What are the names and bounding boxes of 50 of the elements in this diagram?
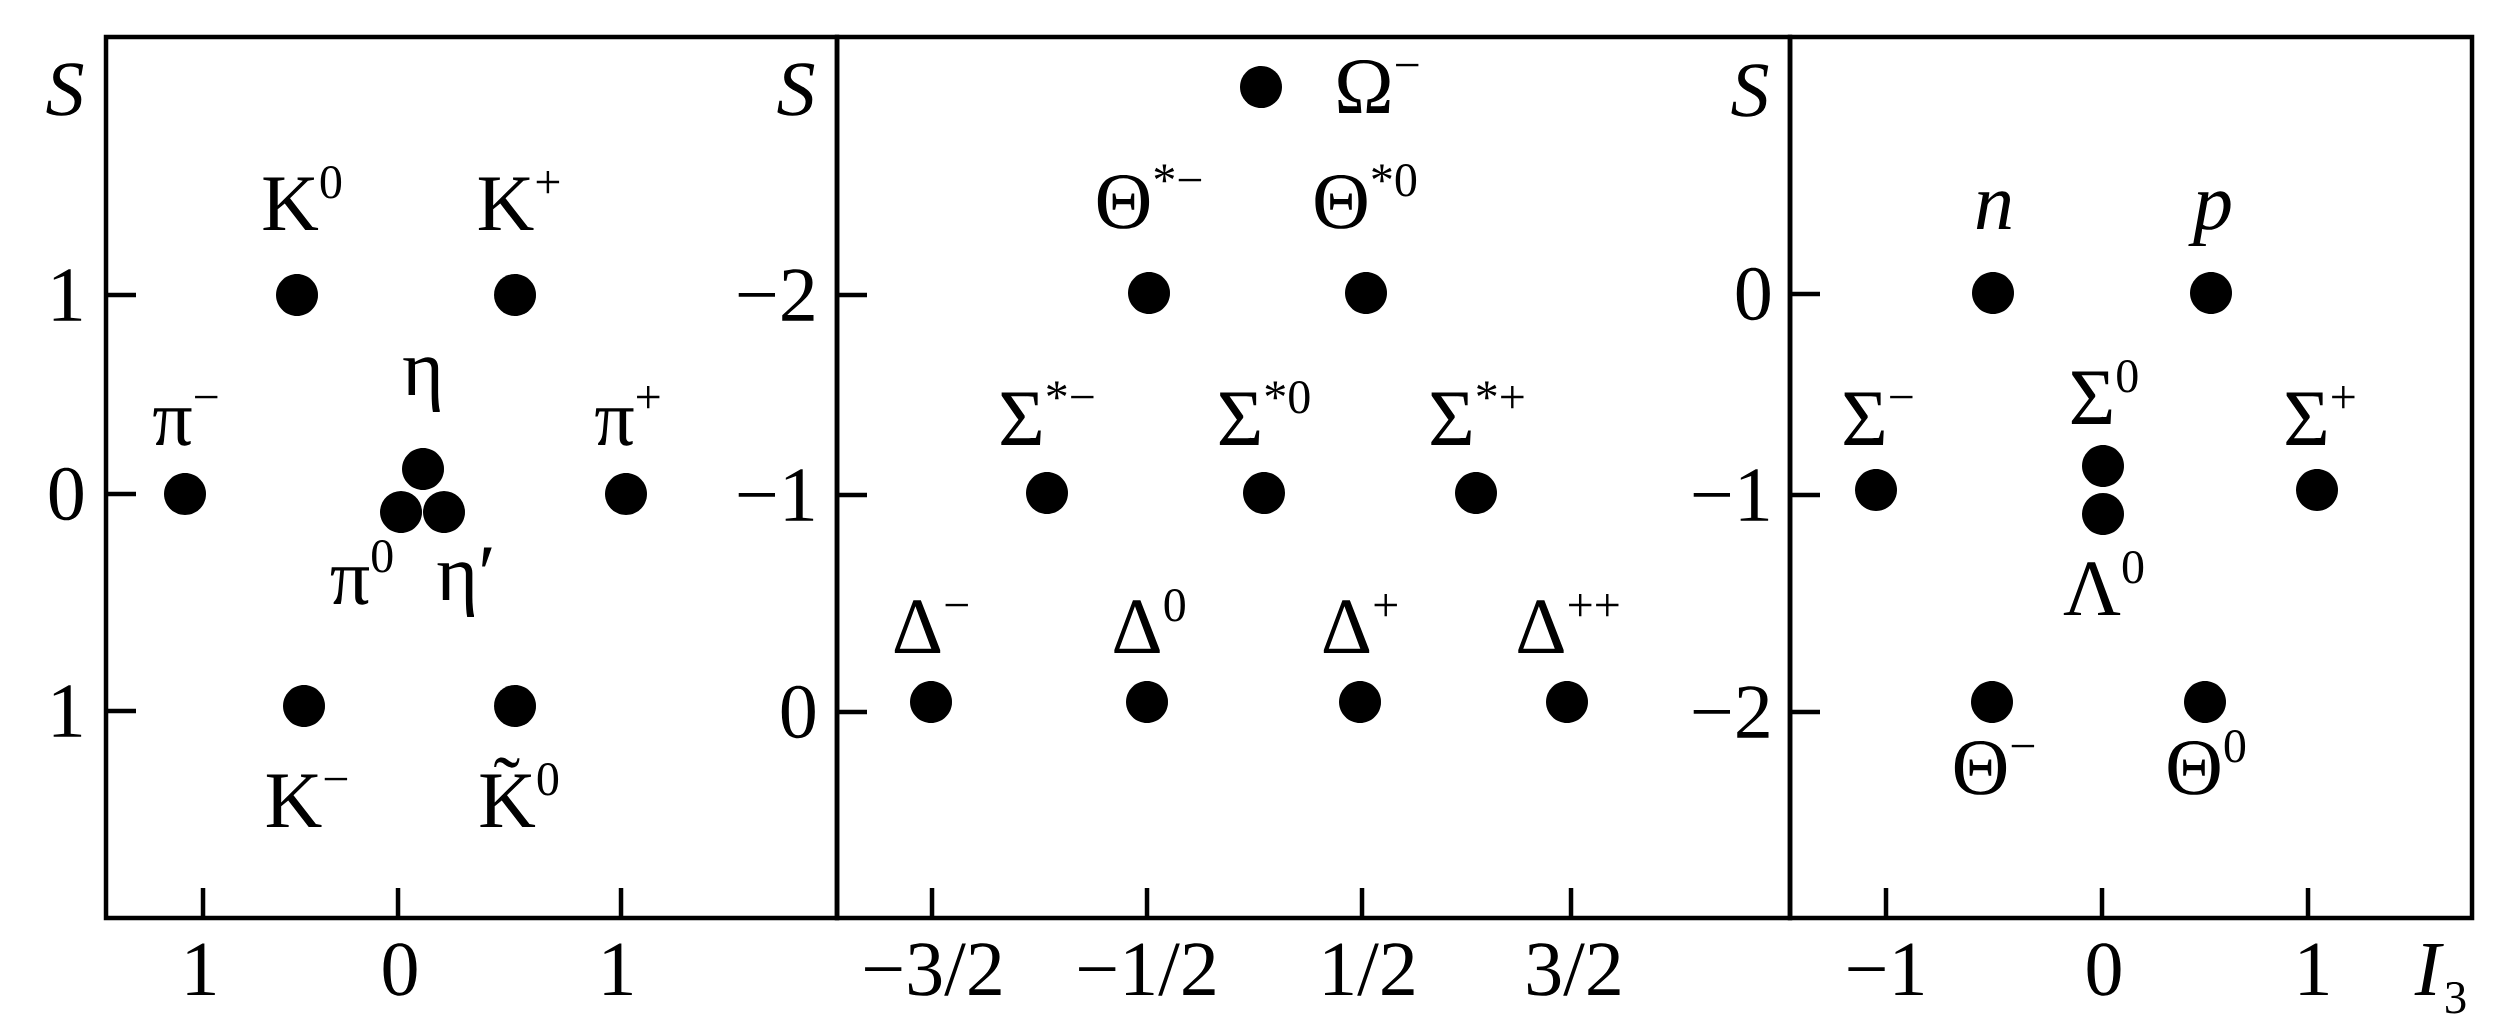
- particle-label: Δ$^{0}$: [1114, 589, 1185, 653]
- tick-label: −1/2: [1079, 943, 1215, 996]
- tick-label: 1: [53, 269, 82, 321]
- tick-label: 0: [1736, 267, 1770, 321]
- particle-label: Λ$^{0}$: [2063, 551, 2144, 615]
- particle-label: π$^{0}$: [330, 540, 393, 605]
- tick-label: 1: [2300, 943, 2328, 995]
- tick-label: 3/2: [1527, 943, 1620, 996]
- tick-label: −2: [738, 269, 814, 321]
- tick-label: −2: [1693, 686, 1769, 738]
- particle-label: K$^{−}$: [266, 774, 348, 827]
- tick-label: 1: [53, 685, 82, 737]
- tick-label: 1: [187, 943, 215, 995]
- tick-label: −3/2: [865, 943, 1001, 996]
- tick-label: 0: [2087, 943, 2121, 996]
- particle-label: K̃$^{0}$: [480, 757, 559, 827]
- particle-label: η′: [437, 547, 492, 618]
- particle-label: Θ$^{*−}$: [1097, 164, 1202, 229]
- particle-label: Θ$^{0}$: [2168, 730, 2246, 795]
- particle-label: Σ$^{−}$: [1844, 392, 1913, 445]
- tick-label: 1: [604, 943, 632, 995]
- tick-label: 1/2: [1325, 943, 1414, 996]
- particle-label: n: [1976, 191, 2011, 229]
- particle-label: Σ$^{+}$: [2286, 385, 2355, 445]
- particle-label: Θ$^{−}$: [1954, 741, 2035, 795]
- particle-label: K$^{0}$: [263, 166, 342, 230]
- axis-title: I$_{3}$: [2414, 943, 2466, 1014]
- tick-label: 0: [49, 467, 83, 521]
- particle-label: p: [2188, 191, 2231, 247]
- particle-label: K$^{+}$: [478, 170, 560, 230]
- particle-label: Θ$^{*0}$: [1315, 164, 1417, 229]
- tick-label: −1: [738, 469, 814, 521]
- particle-label: Δ$^{−}$: [894, 600, 968, 653]
- particle-label: Δ$^{++}$: [1518, 593, 1619, 653]
- axis-title: S: [777, 63, 815, 116]
- particle-label: Σ$^{0}$: [2071, 360, 2138, 424]
- particle-label: Ω$^{−}$: [1338, 60, 1419, 113]
- tick-label: −1: [1693, 469, 1769, 521]
- axis-title: S: [1731, 64, 1769, 117]
- particle-label: π$^{−}$: [153, 395, 218, 446]
- tick-label: 0: [781, 685, 815, 739]
- tick-label: 0: [383, 943, 417, 996]
- particle-label: Δ$^{+}$: [1323, 593, 1397, 653]
- particle-label: Σ$^{*−}$: [1001, 381, 1094, 445]
- tick-label: −1: [1848, 943, 1923, 995]
- particle-label: Σ$^{*0}$: [1219, 381, 1310, 445]
- particle-label: π$^{+}$: [595, 385, 660, 446]
- axis-title: S: [46, 63, 84, 116]
- particle-label: η: [403, 357, 440, 413]
- particle-label: Σ$^{*+}$: [1431, 381, 1524, 445]
